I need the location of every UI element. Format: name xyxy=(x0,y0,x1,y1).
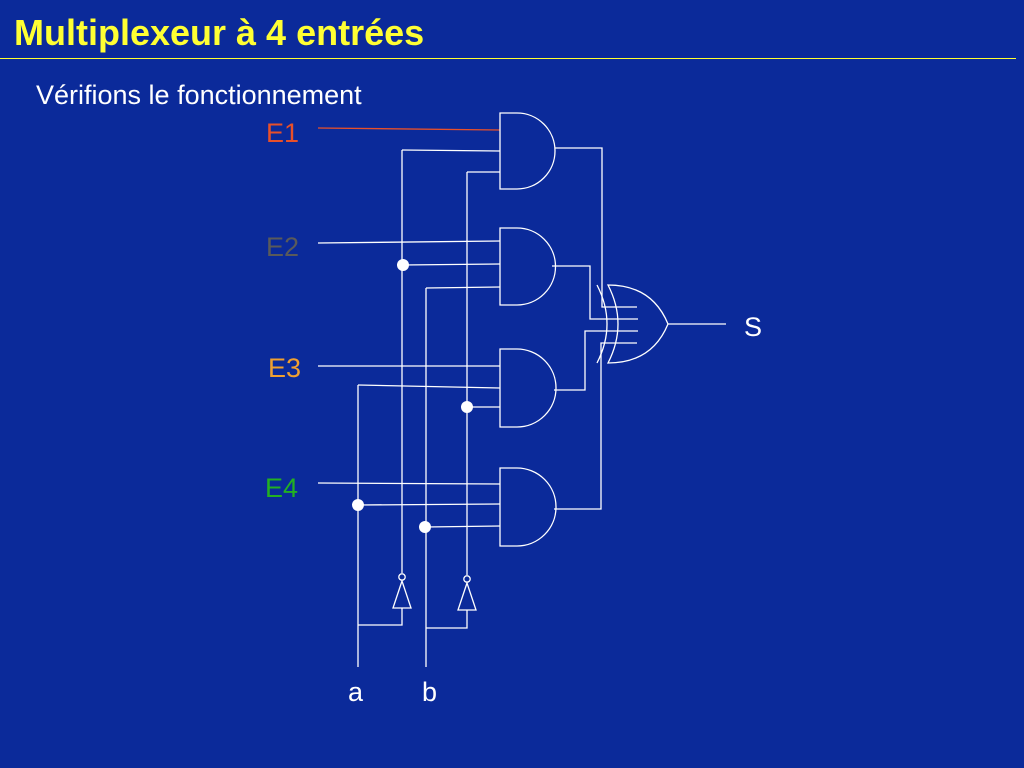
and-to-or-wiring xyxy=(552,147,638,510)
wire-e1 xyxy=(317,127,501,131)
selector-b-wiring xyxy=(425,171,501,667)
slide-subtitle: Vérifions le fonctionnement xyxy=(36,80,362,110)
and-gate-2 xyxy=(499,227,557,306)
slide-title: Multiplexeur à 4 entrées xyxy=(14,12,425,53)
or-gate xyxy=(606,284,669,364)
wire-e2 xyxy=(317,240,501,244)
and-gate-3 xyxy=(499,348,557,428)
junction-dots xyxy=(352,259,473,533)
label-e3: E3 xyxy=(268,353,301,383)
inverter-a xyxy=(392,578,412,609)
label-a: a xyxy=(348,677,364,707)
title-underline xyxy=(0,58,1016,59)
label-b: b xyxy=(422,677,437,707)
and-gate-1 xyxy=(499,112,556,190)
label-e1: E1 xyxy=(266,118,299,148)
inverter-b xyxy=(457,580,477,611)
label-s: S xyxy=(744,312,762,342)
and-gate-4 xyxy=(499,467,557,547)
label-e4: E4 xyxy=(265,473,298,503)
selector-a-wiring xyxy=(357,149,501,667)
label-e2: E2 xyxy=(266,232,299,262)
wire-e4 xyxy=(317,482,501,485)
